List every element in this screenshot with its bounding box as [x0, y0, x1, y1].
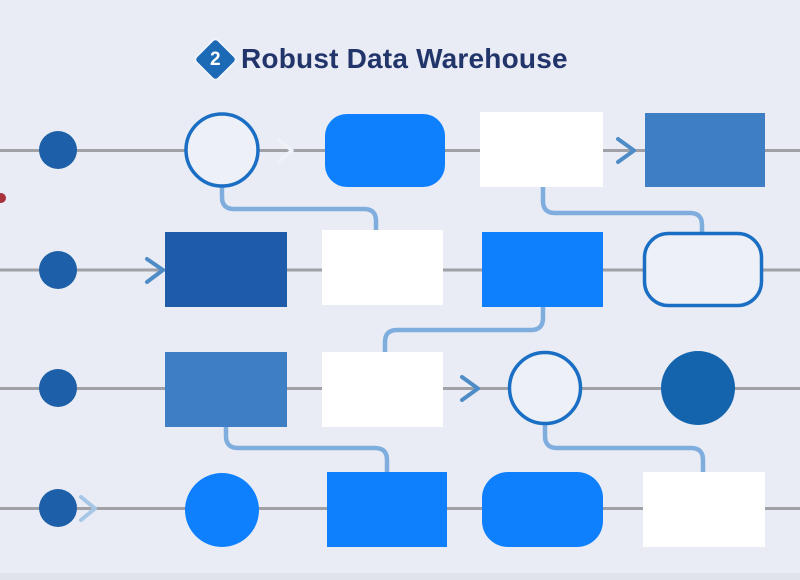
- arrow-icon-lane1-white: [277, 138, 294, 163]
- red-edge-marker: [0, 193, 6, 203]
- node-lane2-white-rect: [322, 230, 443, 305]
- connector-circle1-to-whiterect2: [219, 183, 379, 234]
- node-lane1-medium-rect: [645, 113, 765, 187]
- connector-brightrect2-to-whiterect3: [382, 304, 546, 356]
- node-lane4-bright-circle: [185, 473, 259, 547]
- lane-1-start-dot: [39, 131, 77, 169]
- arrow-icon-lane3-blue: [460, 375, 480, 402]
- arrow-icon-lane1-blue: [616, 137, 636, 164]
- bottom-band: [0, 573, 800, 580]
- node-lane2-dark-rect: [165, 232, 287, 307]
- arrow-icon-lane2-blue: [145, 257, 165, 284]
- lane-3-start-dot: [39, 369, 77, 407]
- node-lane3-white-rect: [322, 352, 443, 427]
- node-lane4-bright-rounded-rect: [482, 472, 603, 547]
- step-number: 2: [210, 48, 221, 70]
- node-lane1-outlined-circle: [184, 112, 260, 188]
- node-lane4-white-rect: [643, 472, 765, 547]
- node-lane3-dark-circle: [661, 351, 735, 425]
- lane-4-start-dot: [39, 489, 77, 527]
- node-lane3-outlined-circle: [507, 350, 583, 426]
- lane-2-start-dot: [39, 251, 77, 289]
- node-lane2-outlined-rounded-rect: [642, 231, 764, 308]
- slide-title: 2 Robust Data Warehouse: [194, 38, 568, 80]
- arrow-icon-lane4-light: [79, 495, 97, 522]
- node-lane2-bright-rect: [482, 232, 603, 307]
- page-title: Robust Data Warehouse: [241, 43, 568, 74]
- node-lane4-bright-rect: [327, 472, 447, 547]
- connector-whiterect1-to-roundedrect2: [540, 184, 705, 236]
- node-lane1-white-rect: [480, 112, 603, 187]
- connector-circle3-to-whiterect4: [542, 422, 706, 476]
- step-number-badge: 2: [194, 38, 237, 80]
- node-lane1-bright-rounded-rect: [325, 114, 445, 187]
- node-lane3-medium-rect: [165, 352, 287, 427]
- connector-mediumrect3-to-brightrect4: [223, 424, 390, 476]
